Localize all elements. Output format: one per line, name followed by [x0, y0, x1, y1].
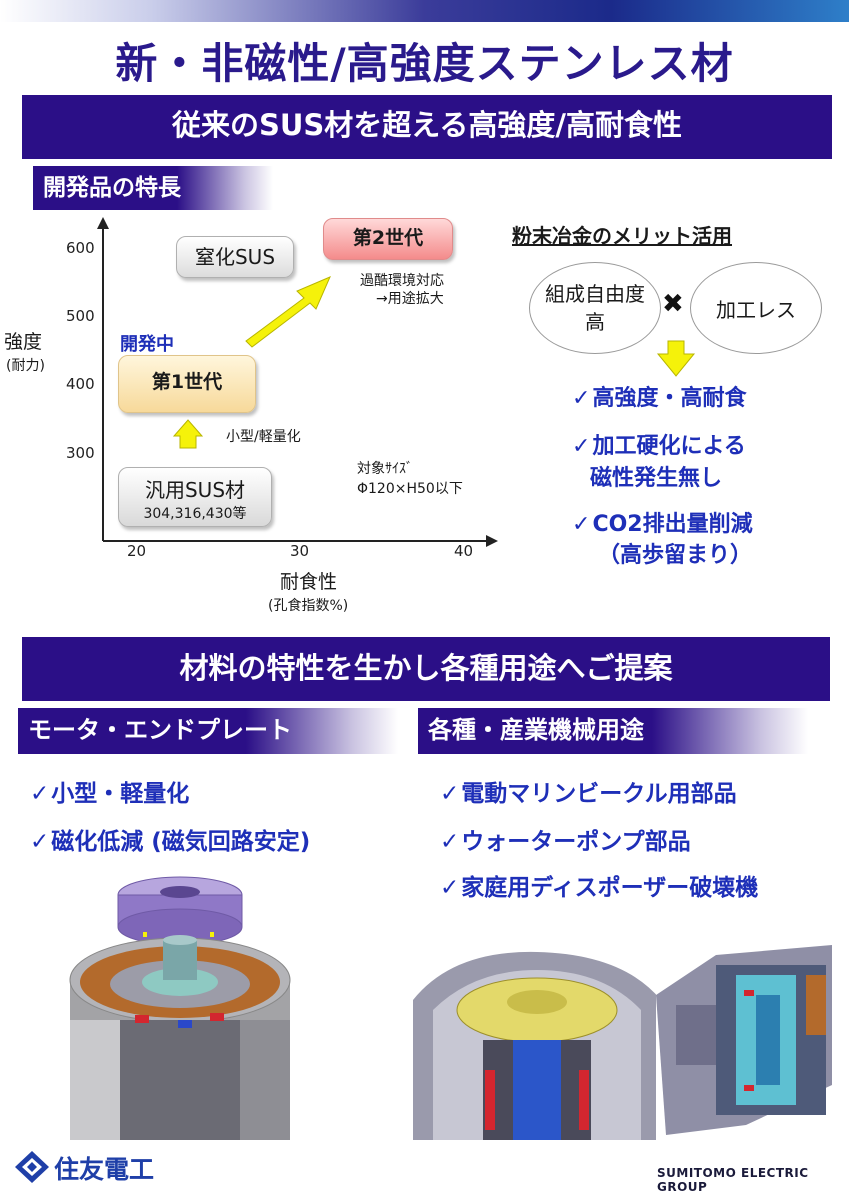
arrow1-annotation: 小型/軽量化 [226, 429, 301, 445]
up-arrow-icon [172, 419, 204, 449]
industrial-item: ✓家庭用ディスポーザー破壊機 [440, 875, 759, 901]
benefit-item: ✓CO2排出量削減 [572, 512, 753, 537]
no-machining-label: 加工レス [716, 297, 796, 322]
benefit-item: ✓加工硬化による [572, 434, 746, 459]
x-axis-label: 耐食性 [280, 571, 338, 593]
nitrided-sus-box: 窒化SUS [176, 236, 294, 278]
motor-item: ✓磁化低減 (磁気回路安定) [30, 829, 311, 855]
general-sus-label: 汎用SUS材 [144, 478, 246, 502]
second-generation-box: 第2世代 [323, 218, 453, 260]
industrial-header: 各種・産業機械用途 [418, 708, 808, 754]
down-arrow-icon [656, 340, 696, 377]
features-header: 開発品の特長 [33, 166, 273, 210]
top-banner: 従来のSUS材を超える高強度/高耐食性 [22, 95, 832, 159]
diagonal-arrow-icon [245, 276, 331, 348]
top-gradient-bar [0, 0, 849, 22]
benefit-item-line2: （高歩留まり） [598, 543, 753, 568]
motor-header: モータ・エンドプレート [18, 708, 398, 754]
chart-svg [97, 217, 498, 547]
motor-item: ✓小型・軽量化 [30, 781, 190, 807]
x-axis-sublabel: (孔食指数%) [268, 598, 349, 614]
target-size-value: Φ120×H50以下 [357, 481, 463, 497]
x-axis-arrowhead [486, 535, 498, 547]
disposer-illustration [656, 935, 832, 1140]
y-tick-label: 400 [66, 375, 95, 393]
y-tick-label: 500 [66, 307, 95, 325]
composition-freedom-ellipse: 組成自由度高 [529, 262, 661, 354]
y-axis-arrowhead [97, 217, 109, 229]
in-development-label: 開発中 [120, 334, 174, 355]
x-tick-label: 30 [290, 542, 310, 560]
x-tick-label: 20 [127, 542, 147, 560]
no-machining-ellipse: 加工レス [690, 262, 822, 354]
benefit-item-line2: 磁性発生無し [590, 466, 723, 491]
bottom-banner: 材料の特性を生かし各種用途へご提案 [22, 637, 830, 701]
y-axis-sublabel: (耐力) [6, 358, 45, 374]
composition-freedom-label: 組成自由度高 [545, 282, 645, 334]
first-generation-box: 第1世代 [118, 355, 256, 413]
y-tick-label: 300 [66, 444, 95, 462]
general-sus-grades: 304,316,430等 [143, 506, 247, 522]
strength-corrosion-chart: 600 500 400 300 20 30 40 強度 (耐力) 耐食性 (孔食… [0, 215, 510, 615]
industrial-item: ✓電動マリンビークル用部品 [440, 781, 737, 807]
company-logo-text: 住友電工 [54, 1155, 155, 1184]
times-icon: ✖ [662, 289, 684, 319]
arrow2-annotation-line2: →用途拡大 [376, 291, 444, 307]
benefit-item: ✓高強度・高耐食 [572, 386, 747, 411]
x-tick-label: 40 [454, 542, 474, 560]
arrow2-annotation-line1: 過酷環境対応 [360, 273, 444, 289]
water-pump-illustration [413, 940, 661, 1140]
group-name: SUMITOMO ELECTRIC GROUP [657, 1166, 809, 1194]
sumitomo-logo-icon [15, 1151, 49, 1183]
page-title: 新・非磁性/高強度ステンレス材 [115, 39, 734, 88]
y-tick-label: 600 [66, 239, 95, 257]
general-sus-box: 汎用SUS材 304,316,430等 [118, 467, 272, 527]
pm-heading: 粉末冶金のメリット活用 [512, 224, 732, 248]
industrial-item: ✓ウォーターポンプ部品 [440, 829, 691, 855]
target-size-label: 対象ｻｲｽﾞ [357, 461, 413, 477]
motor-end-plate-illustration [69, 876, 291, 1140]
y-axis-label: 強度 [4, 331, 43, 353]
